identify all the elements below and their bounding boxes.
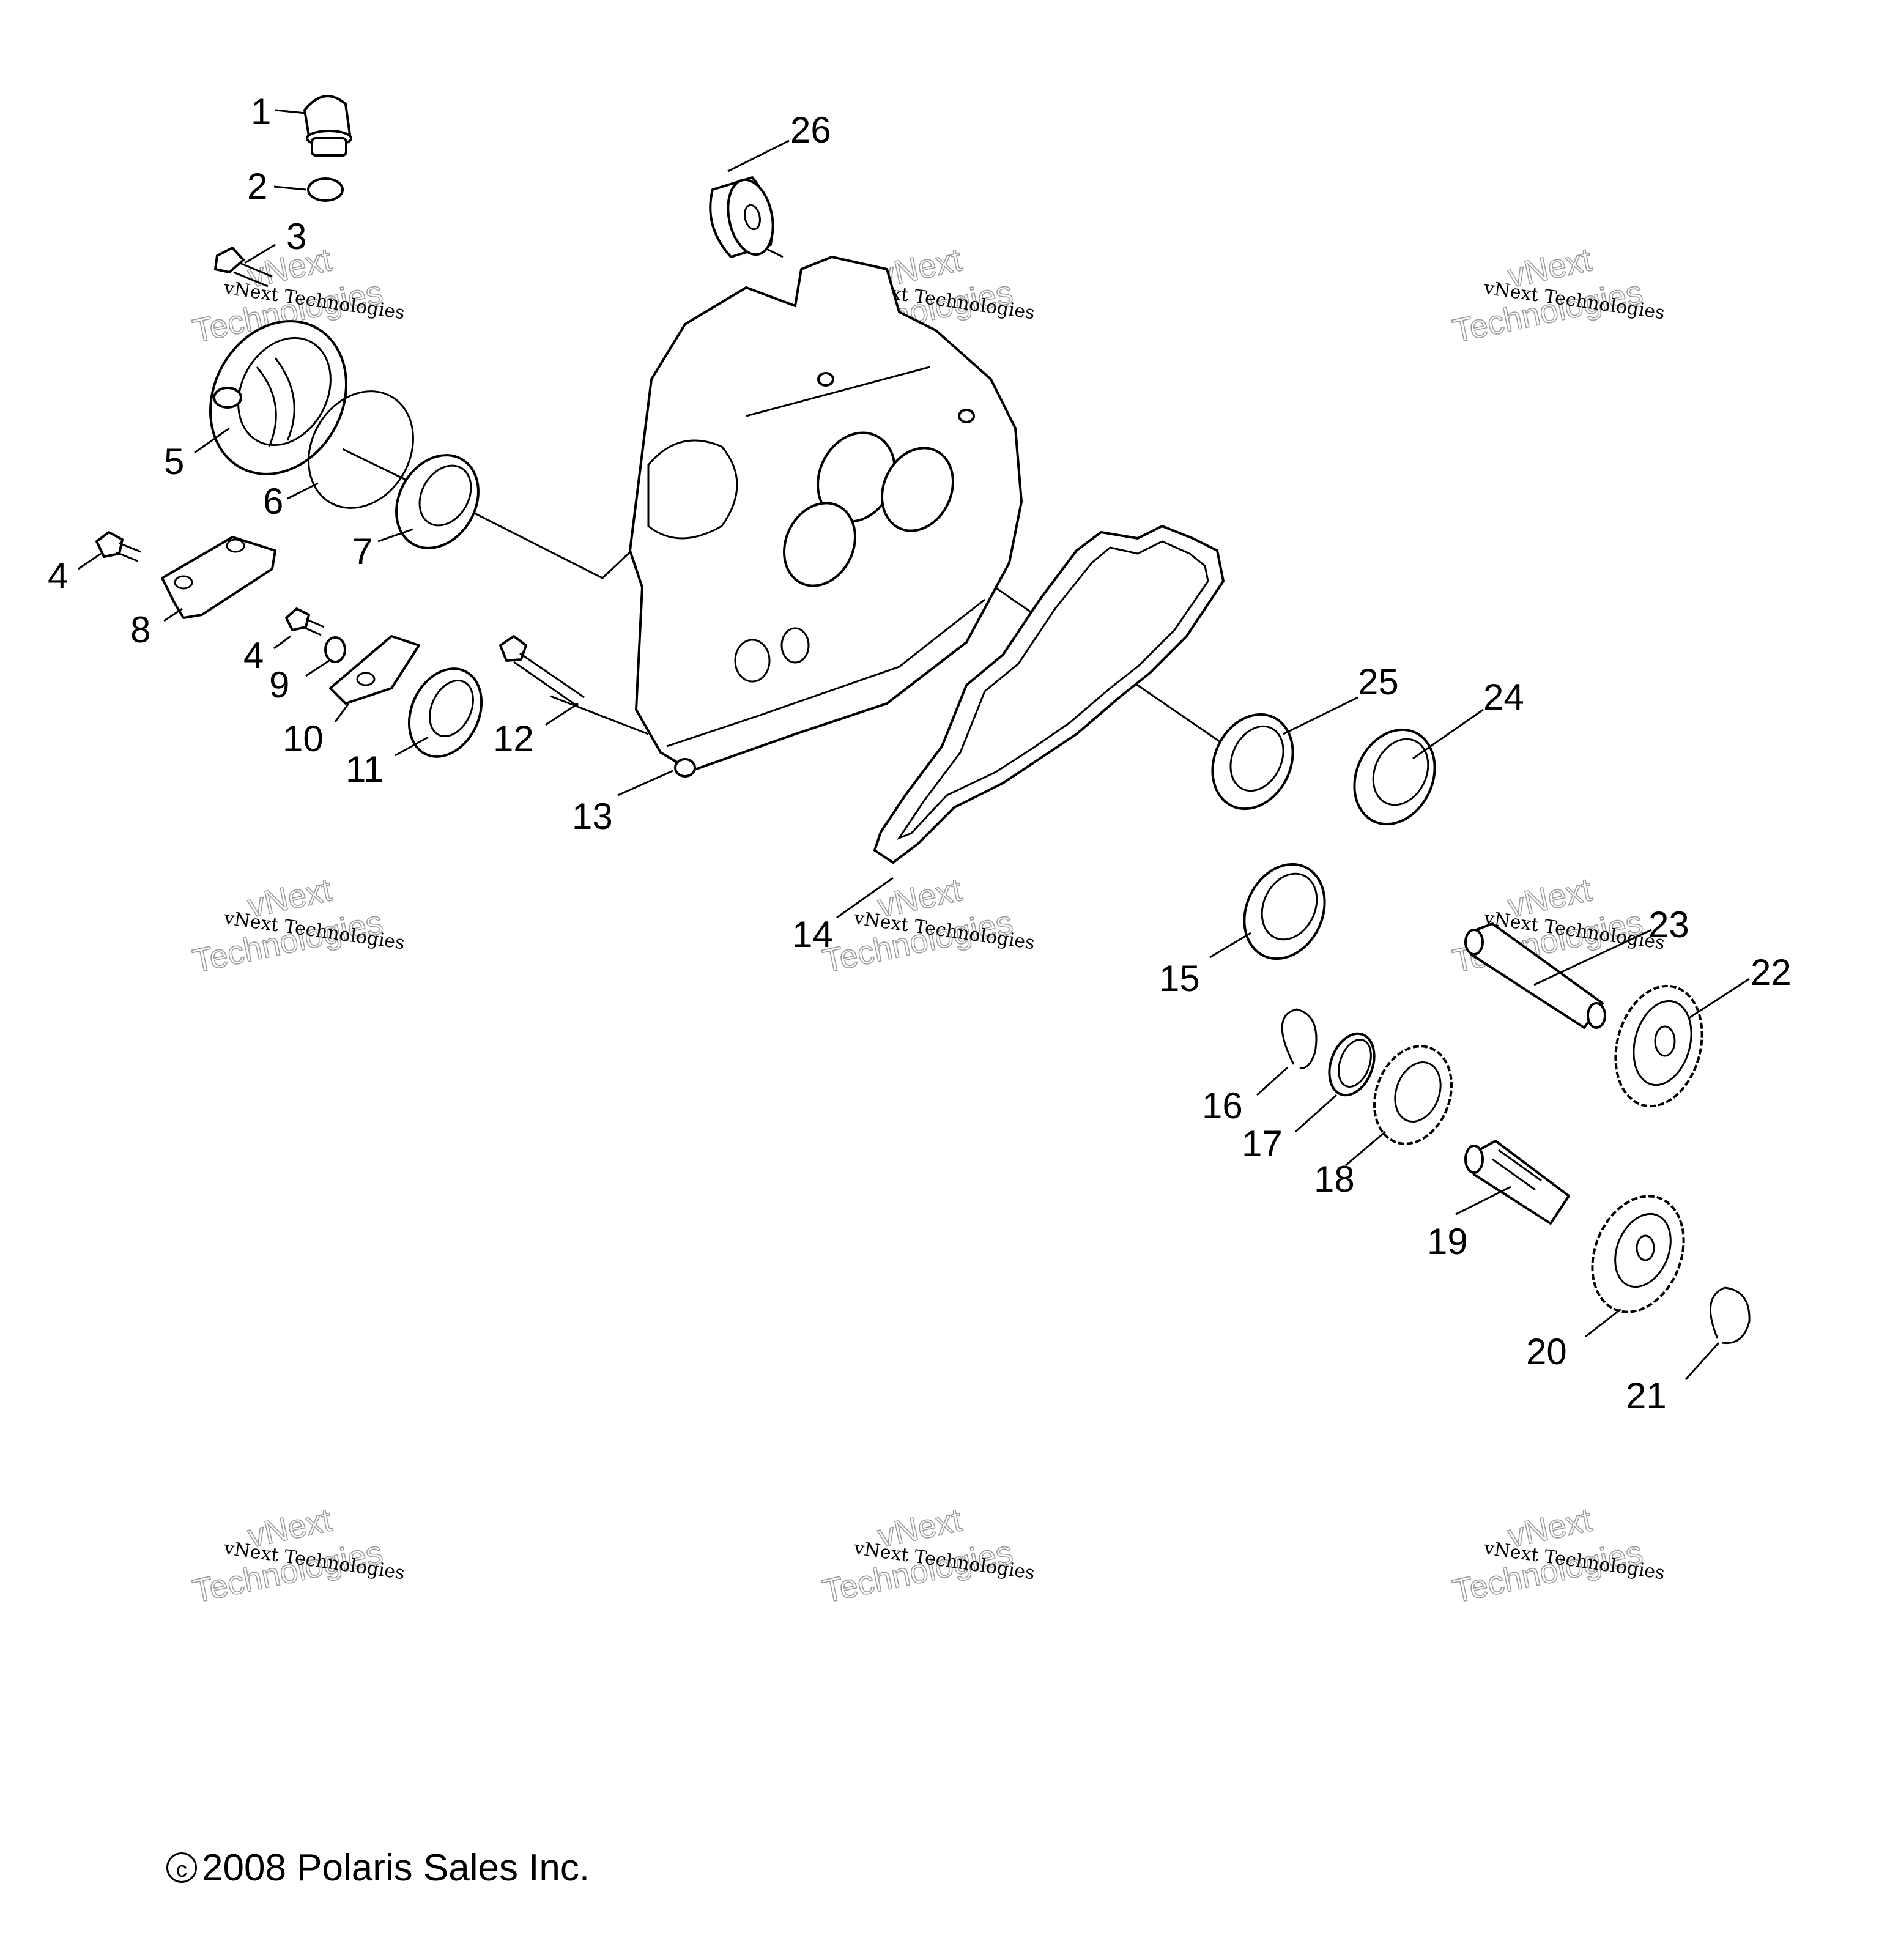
copyright-text: 2008 Polaris Sales Inc. (202, 1847, 590, 1889)
part-4-bolt-left (95, 531, 141, 562)
callout-15: 15 (1159, 958, 1200, 999)
callout-4b: 4 (243, 635, 264, 676)
callout-5: 5 (164, 441, 184, 482)
part-16-snap-ring (1281, 1008, 1318, 1069)
callout-23: 23 (1648, 904, 1689, 945)
part-18-needle-bearing (1373, 1045, 1453, 1145)
callout-6: 6 (263, 481, 283, 522)
callout-25: 25 (1358, 661, 1399, 702)
part-7-seal (395, 454, 480, 549)
part-24-bearing (1353, 728, 1436, 826)
watermark-bottom-center: vNext Technologies vNext Technologies (819, 1501, 1036, 1611)
callout-11: 11 (346, 749, 384, 790)
part-22-gear (1614, 984, 1703, 1108)
callout-12: 12 (493, 718, 534, 759)
watermark-bottom-right: vNext Technologies vNext Technologies (1449, 1501, 1666, 1611)
part-10-plate (329, 635, 420, 705)
part-11-seal (407, 667, 483, 758)
watermark-mid-left: vNext Technologies vNext Technologies (189, 871, 406, 981)
callout-9: 9 (269, 664, 289, 705)
callout-24: 24 (1483, 677, 1524, 718)
part-15-bearing (1243, 863, 1326, 960)
callout-16: 16 (1202, 1085, 1243, 1126)
callout-26: 26 (790, 110, 831, 150)
callout-numbers: 1 2 3 4 4 5 6 7 8 9 10 11 12 13 14 15 16… (48, 91, 1792, 1416)
callout-19: 19 (1427, 1221, 1468, 1262)
part-26-bushing (709, 176, 774, 258)
callout-21: 21 (1626, 1375, 1667, 1416)
part-5-cover (209, 320, 347, 475)
copyright-symbol: c (166, 1852, 197, 1883)
watermark-bottom-left: vNext Technologies vNext Technologies (189, 1501, 406, 1611)
callout-18: 18 (1314, 1159, 1355, 1200)
part-4-bolt-center (285, 607, 325, 636)
part-19-splined-shaft (1464, 1140, 1570, 1225)
part-12-bolt (499, 635, 585, 708)
part-17-ring (1328, 1032, 1376, 1097)
watermark-mid-center: vNext Technologies vNext Technologies (819, 871, 1036, 981)
callout-7: 7 (352, 531, 372, 572)
part-25-bearing (1211, 713, 1294, 811)
part-3-bolt (214, 247, 273, 288)
part-23-shaft (1464, 922, 1606, 1029)
part-14-gasket (873, 525, 1225, 864)
part-8-bracket (161, 536, 276, 619)
part-6-o-ring (308, 390, 414, 509)
part-20-gear (1591, 1195, 1685, 1313)
part-9-washer (324, 636, 346, 663)
callout-2: 2 (247, 166, 267, 207)
callout-3: 3 (286, 216, 306, 257)
callout-4a: 4 (48, 555, 68, 596)
part-21-circlip (1710, 1286, 1751, 1345)
callout-17: 17 (1242, 1123, 1283, 1164)
callout-10: 10 (283, 718, 324, 759)
callout-20: 20 (1526, 1331, 1567, 1372)
part-13-housing (629, 256, 1023, 778)
watermark-top-right: vNext Technologies vNext Technologies (1449, 241, 1666, 351)
part-1-cap (303, 95, 352, 157)
callout-13: 13 (572, 796, 613, 837)
watermark-mid-right: vNext Technologies vNext Technologies (1449, 871, 1666, 981)
callout-1: 1 (251, 91, 271, 132)
callout-8: 8 (130, 609, 150, 650)
part-2-o-ring (307, 177, 344, 202)
callout-22: 22 (1751, 952, 1792, 993)
callout-14: 14 (792, 914, 833, 955)
leader-lines (78, 109, 1750, 1381)
